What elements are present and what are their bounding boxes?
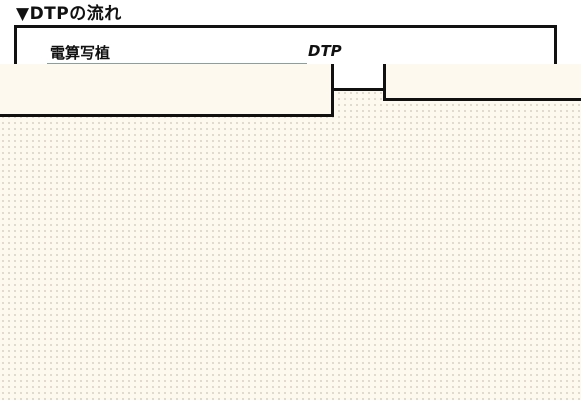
label-dtp: DTP	[308, 42, 342, 60]
content-panel-left	[0, 64, 334, 117]
label-phototypesetting: 電算写植	[50, 44, 111, 62]
section-heading: ▼DTPの流れ	[16, 4, 122, 24]
content-panel-right	[383, 64, 581, 101]
